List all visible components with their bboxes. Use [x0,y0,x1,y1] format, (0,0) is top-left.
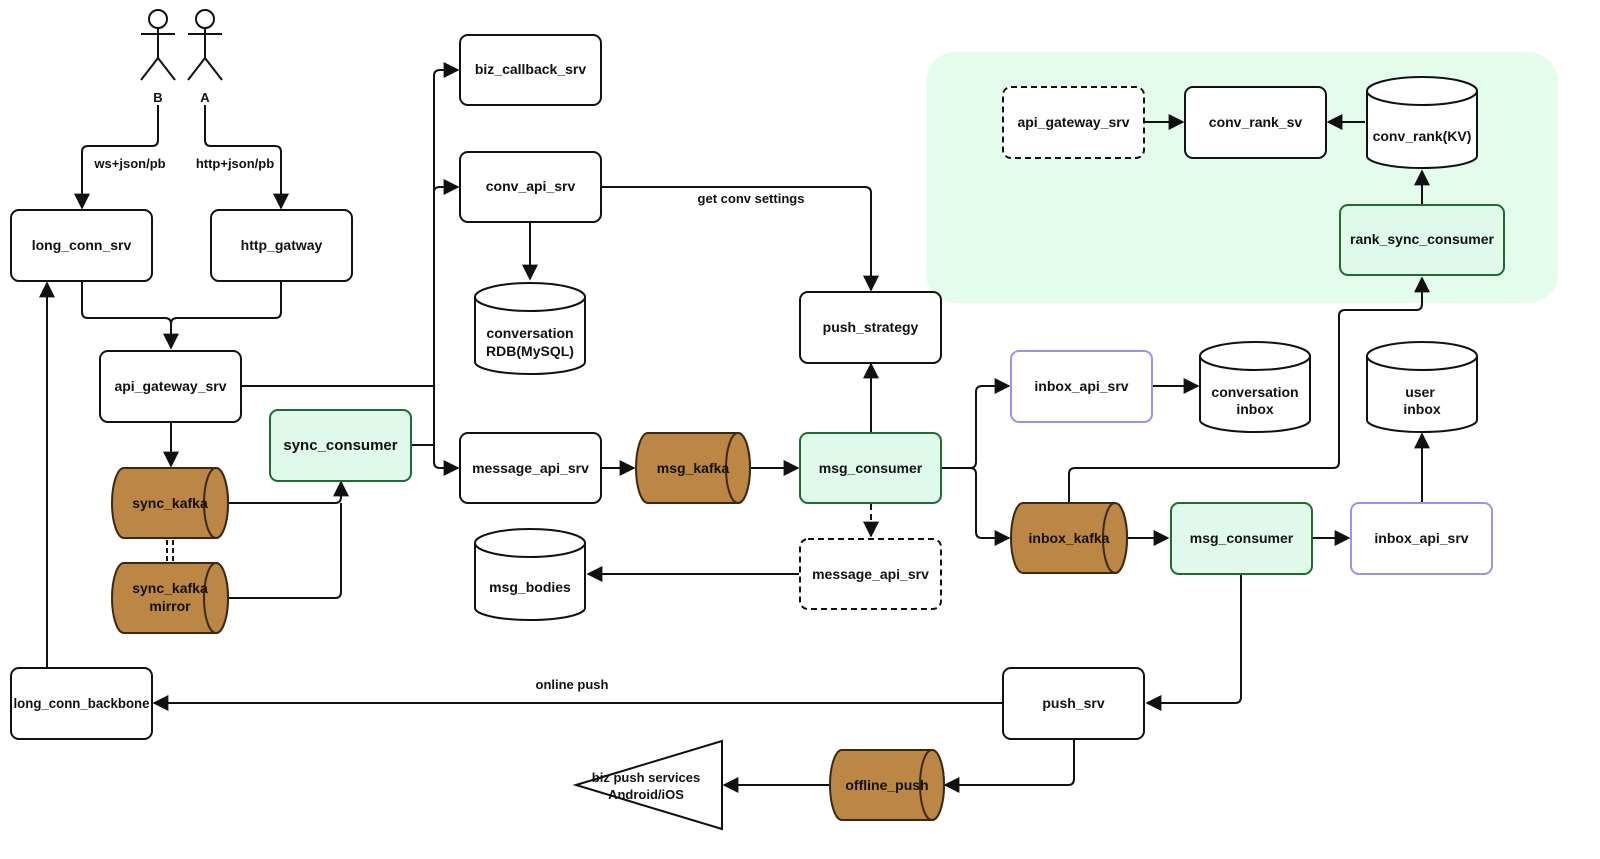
api-gateway-srv-rank-label: api_gateway_srv [1017,114,1129,130]
node-sync-consumer[interactable]: sync_consumer [269,409,412,482]
edge-sync-kafka-sync-consumer [228,480,349,504]
edge-bus-conv-api [433,179,460,195]
conv-api-srv-label: conv_api_srv [486,178,576,194]
db-user-inbox[interactable]: user inbox [1366,341,1478,433]
label-http-json-pb: http+json/pb [196,156,274,171]
queue-sync-kafka-mirror[interactable]: sync_kafka mirror [111,562,229,634]
node-biz-callback-srv[interactable]: biz_callback_srv [459,34,602,106]
actor-icon [140,9,176,81]
edge-a-http-gatway [204,105,289,210]
node-api-gateway-srv[interactable]: api_gateway_srv [99,350,242,423]
node-conv-api-srv[interactable]: conv_api_srv [459,151,602,223]
rank-sync-consumer-label: rank_sync_consumer [1350,231,1495,247]
node-push-strategy[interactable]: push_strategy [799,291,942,364]
conversation-rdb-label-1: conversation [486,325,573,341]
node-long-conn-backbone[interactable]: long_conn_backbone [10,667,153,740]
node-api-gateway-srv-rank[interactable]: api_gateway_srv [1002,86,1145,159]
push-srv-label: push_srv [1042,695,1104,711]
queue-inbox-kafka[interactable]: inbox_kafka [1010,502,1128,574]
db-conversation-rdb[interactable]: conversation RDB(MySQL) [474,282,586,375]
actor-a-label: A [200,90,210,105]
edge-bus-biz-callback [433,62,460,445]
edge-conv-api-push-strategy [602,186,879,292]
label-get-conv-settings: get conv settings [698,191,805,206]
offline-push-label: offline_push [845,777,928,793]
conversation-inbox-label-1: conversation [1211,384,1298,400]
actor-b: B [140,9,176,105]
db-msg-bodies[interactable]: msg_bodies [474,528,586,621]
edge-b-long-conn [74,105,159,210]
node-inbox-api-srv-2[interactable]: inbox_api_srv [1350,502,1493,575]
message-api-srv-label: message_api_srv [472,460,589,476]
msg-consumer-2-label: msg_consumer [1190,530,1294,546]
node-rank-sync-consumer[interactable]: rank_sync_consumer [1339,204,1505,276]
sync-kafka-mirror-label-2: mirror [149,598,191,614]
edge-inbox-kafka-rank-sync [1068,276,1430,503]
queue-offline-push[interactable]: offline_push [829,749,945,821]
edges [39,62,1430,793]
conversation-inbox-label-2: inbox [1236,401,1274,417]
node-long-conn-srv[interactable]: long_conn_srv [10,209,153,282]
biz-push-label-1: biz push services [592,770,700,785]
inbox-api-srv-label: inbox_api_srv [1034,378,1128,394]
edge-msg-consumer-fork [942,378,1011,469]
db-conversation-inbox[interactable]: conversation inbox [1199,341,1311,433]
user-inbox-label-2: inbox [1403,401,1441,417]
long-conn-srv-label: long_conn_srv [32,237,132,253]
node-msg-consumer-2[interactable]: msg_consumer [1170,502,1313,575]
queue-msg-kafka[interactable]: msg_kafka [635,432,751,504]
actor-a: A [187,9,223,105]
actor-icon [187,9,223,81]
edge-long-conn-api-gw [81,281,179,350]
biz-callback-srv-label: biz_callback_srv [475,61,587,77]
node-message-api-srv-dashed[interactable]: message_api_srv [799,538,942,610]
edge-msg-consumer-inbox-kafka [969,467,1011,546]
node-msg-consumer[interactable]: msg_consumer [799,432,942,504]
edge-bus-message-api [433,445,460,476]
msg-bodies-label: msg_bodies [489,579,571,595]
queue-sync-kafka[interactable]: sync_kafka [111,467,229,539]
edge-http-gatway-api-gw [170,281,282,325]
label-ws-json-pb: ws+json/pb [93,156,165,171]
long-conn-backbone-label: long_conn_backbone [14,695,150,711]
node-conv-rank-sv[interactable]: conv_rank_sv [1184,86,1327,159]
node-inbox-api-srv[interactable]: inbox_api_srv [1010,350,1153,423]
message-api-srv-dashed-label: message_api_srv [812,566,929,582]
edge-mirror-sync-consumer [228,503,342,599]
http-gatway-label: http_gatway [241,237,323,253]
conv-rank-sv-label: conv_rank_sv [1209,114,1303,130]
conversation-rdb-label-2: RDB(MySQL) [486,343,574,359]
node-http-gatway[interactable]: http_gatway [210,209,353,282]
label-online-push: online push [536,677,609,692]
sync-kafka-mirror-label-1: sync_kafka [132,580,208,596]
node-message-api-srv[interactable]: message_api_srv [459,432,602,504]
db-conv-rank-kv[interactable]: conv_rank(KV) [1366,76,1478,169]
edge-msg-consumer2-push-srv [1145,574,1242,711]
conv-rank-kv-label: conv_rank(KV) [1373,128,1472,144]
msg-kafka-label: msg_kafka [657,460,730,476]
msg-consumer-label: msg_consumer [819,460,923,476]
edge-sync-kafka-mirror [166,540,174,563]
api-gateway-srv-label: api_gateway_srv [114,378,226,394]
push-strategy-label: push_strategy [823,319,919,335]
external-biz-push-services[interactable]: biz push services Android/iOS [572,739,723,831]
user-inbox-label-1: user [1405,384,1435,400]
sync-consumer-label: sync_consumer [283,437,397,454]
biz-push-label-2: Android/iOS [608,787,684,802]
sync-kafka-label: sync_kafka [132,495,208,511]
inbox-api-srv-2-label: inbox_api_srv [1374,530,1468,546]
inbox-kafka-label: inbox_kafka [1029,530,1110,546]
edge-push-srv-offline-push [943,739,1075,793]
actor-b-label: B [153,90,162,105]
node-push-srv[interactable]: push_srv [1002,667,1145,740]
